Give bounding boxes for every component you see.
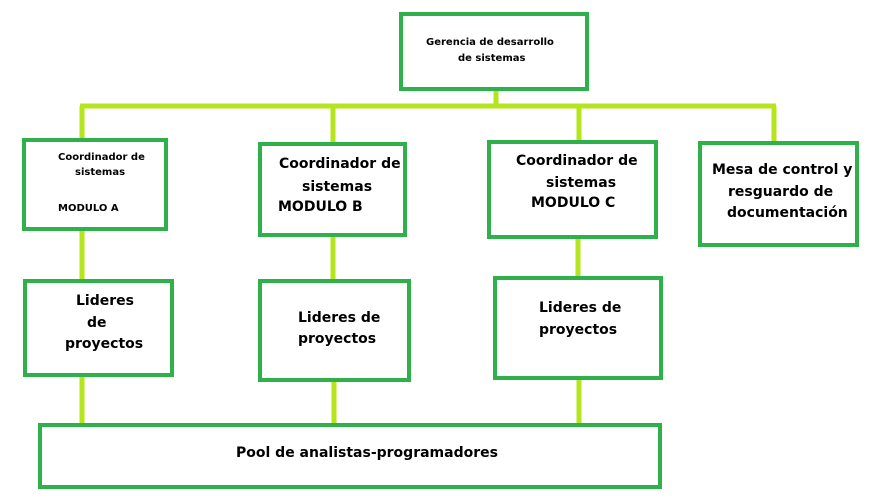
node-gerencia <box>399 12 589 91</box>
node-coord-c <box>487 140 658 239</box>
node-mesa-line2: resguardo de <box>728 184 834 200</box>
node-lideres-a <box>23 279 174 377</box>
node-coord-a-line3: MODULO A <box>58 203 119 214</box>
node-pool <box>38 423 662 489</box>
node-lideres-c <box>493 276 663 380</box>
node-lideres-b-line1: Lideres de <box>298 310 381 326</box>
node-lideres-b <box>258 279 411 382</box>
node-coord-c-line1: Coordinador de <box>516 153 638 169</box>
node-mesa-control <box>698 141 859 247</box>
node-gerencia-line1: Gerencia de desarrollo <box>426 37 554 48</box>
node-coord-a-line1: Coordinador de <box>58 152 145 163</box>
node-coord-c-line3: MODULO C <box>531 195 616 211</box>
node-lideres-c-line1: Lideres de <box>539 300 622 316</box>
node-lideres-a-line3: proyectos <box>65 336 144 352</box>
node-coord-b-line3: MODULO B <box>278 199 363 215</box>
node-coord-a <box>22 138 168 231</box>
node-coord-b-line2: sistemas <box>302 179 373 195</box>
node-coord-c-line2: sistemas <box>546 175 617 191</box>
node-mesa-line1: Mesa de control y <box>712 162 853 178</box>
node-lideres-a-line1: Lideres <box>76 293 134 309</box>
node-coord-a-line2: sistemas <box>75 167 126 178</box>
node-pool-label: Pool de analistas-programadores <box>236 445 498 461</box>
node-lideres-c-line2: proyectos <box>539 322 618 338</box>
node-gerencia-line2: de sistemas <box>458 53 526 64</box>
node-lideres-b-line2: proyectos <box>298 331 377 347</box>
node-lideres-a-line2: de <box>87 315 107 331</box>
node-mesa-line3: documentación <box>727 205 848 221</box>
node-coord-b-line1: Coordinador de <box>279 156 401 172</box>
node-coord-b <box>258 142 407 237</box>
